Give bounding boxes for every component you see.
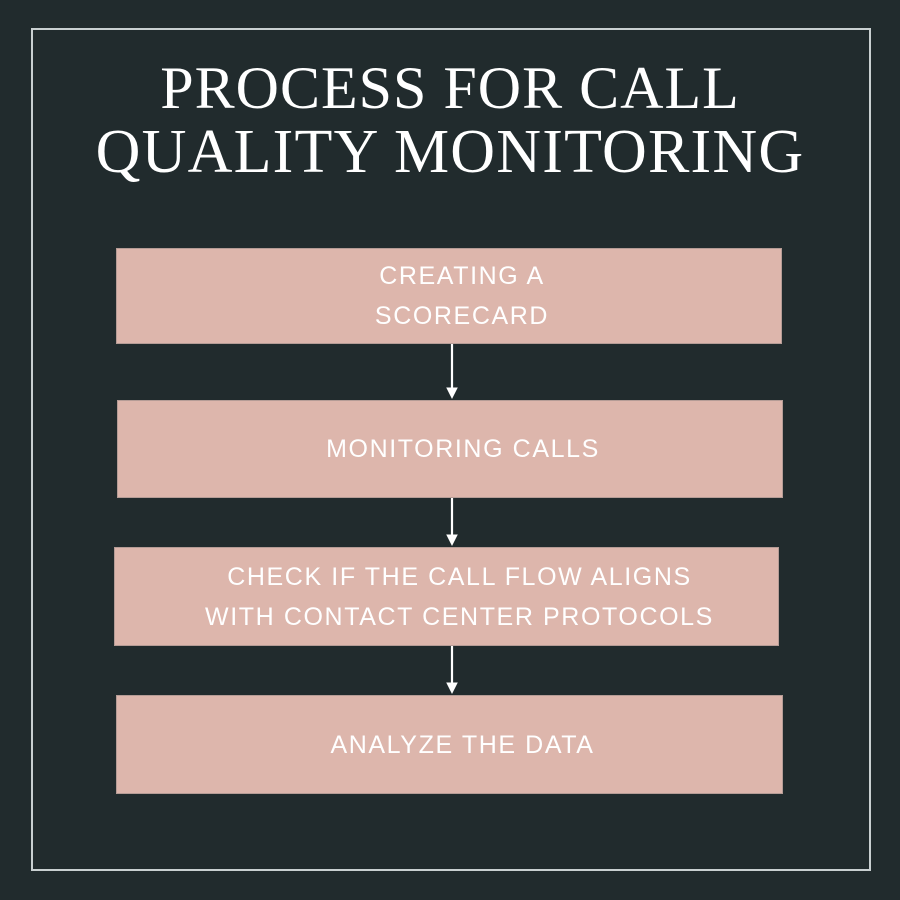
page-title: PROCESS FOR CALL QUALITY MONITORING <box>0 56 900 184</box>
flow-step-monitoring-calls[interactable]: MONITORING CALLS <box>117 400 783 498</box>
flow-step-label: CHECK IF THE CALL FLOW ALIGNS WITH CONTA… <box>205 562 714 631</box>
arrow-down-icon-2 <box>438 498 466 547</box>
arrow-down-icon-3 <box>438 646 466 695</box>
flow-step-analyze-the-data[interactable]: ANALYZE THE DATA <box>116 695 783 794</box>
flow-step-label: CREATING A SCORECARD <box>374 262 550 330</box>
flow-step-label: ANALYZE THE DATA <box>330 730 595 759</box>
title-line-1: PROCESS FOR CALL <box>160 55 740 121</box>
arrow-down-icon-1 <box>438 344 466 400</box>
title-line-2: QUALITY MONITORING <box>95 118 805 186</box>
flow-step-creating-a-scorecard[interactable]: CREATING A SCORECARD <box>116 248 782 344</box>
flow-step-check-call-flow-alignment[interactable]: CHECK IF THE CALL FLOW ALIGNS WITH CONTA… <box>114 547 779 646</box>
flow-step-label: MONITORING CALLS <box>326 435 600 463</box>
